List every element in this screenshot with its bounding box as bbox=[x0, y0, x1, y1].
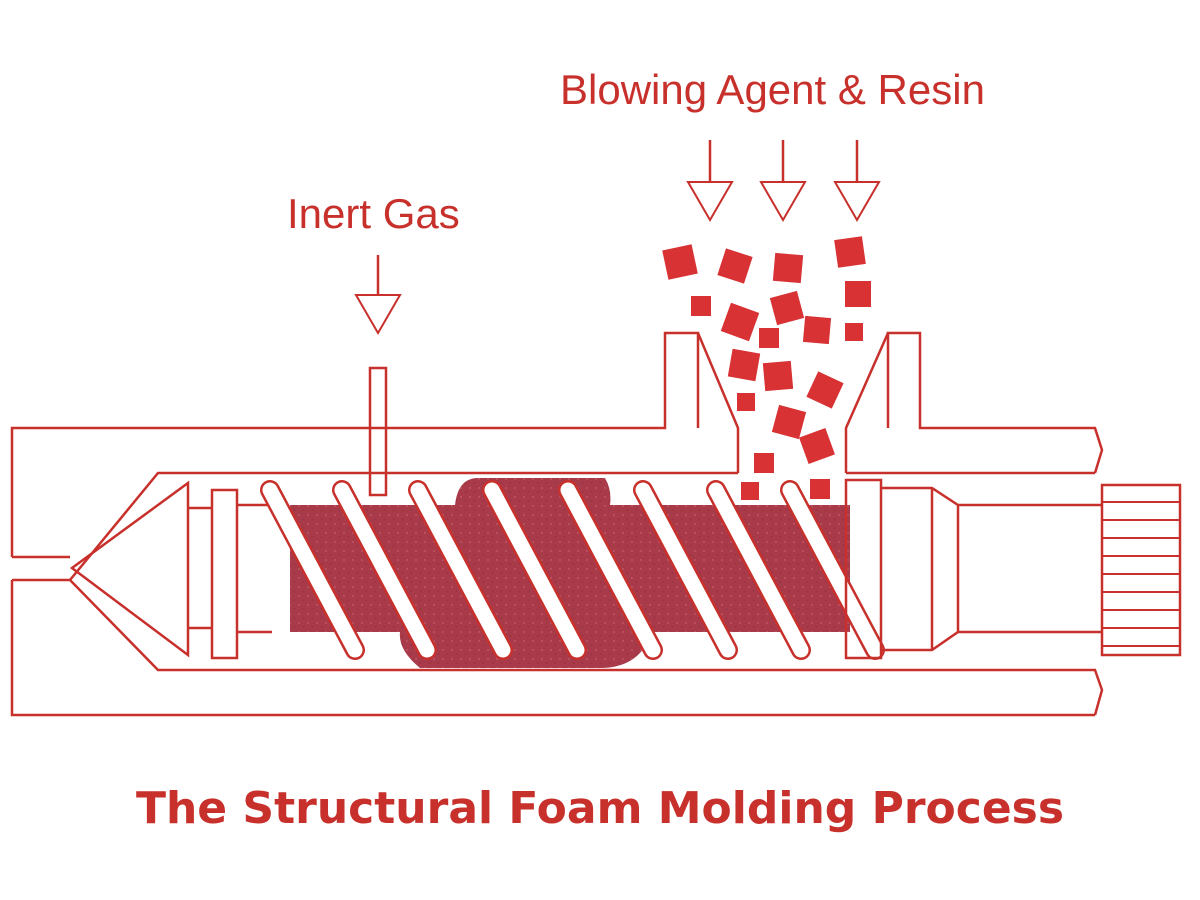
screw-flight bbox=[260, 480, 365, 660]
screw-flight bbox=[558, 480, 663, 660]
screw-collar bbox=[844, 478, 883, 660]
resin-pellet bbox=[759, 328, 779, 348]
drive-coupling bbox=[1100, 483, 1182, 657]
barrel-lower-wall bbox=[10, 580, 1095, 717]
screw-rear bbox=[844, 478, 1182, 660]
feed-arrow-head-2 bbox=[759, 181, 807, 222]
resin-pellet bbox=[806, 371, 844, 409]
screw-flight bbox=[482, 480, 587, 660]
resin-pellets bbox=[662, 236, 871, 500]
resin-pellet bbox=[769, 290, 805, 326]
barrel-upper-wall-right bbox=[886, 331, 1104, 474]
screw-flight bbox=[408, 480, 513, 660]
barrel-inner-top bbox=[69, 471, 738, 581]
feed-arrow-head-3 bbox=[833, 181, 881, 222]
resin-pellet bbox=[737, 393, 755, 411]
resin-pellet bbox=[834, 236, 866, 268]
screw-tip bbox=[69, 480, 272, 660]
resin-pellet bbox=[720, 302, 760, 342]
diagram-caption: The Structural Foam Molding Process bbox=[135, 783, 1065, 834]
hopper bbox=[696, 332, 890, 473]
coupling-grooves bbox=[1102, 501, 1180, 647]
barrel-upper-wall bbox=[10, 331, 700, 557]
resin-pellet bbox=[810, 479, 830, 499]
screw-flight bbox=[706, 480, 811, 660]
resin-pellet bbox=[845, 323, 863, 341]
resin-pellet bbox=[799, 428, 835, 464]
tip-cone bbox=[69, 480, 190, 658]
hopper-right-wall bbox=[844, 332, 890, 473]
resin-pellet bbox=[727, 348, 761, 382]
resin-pellet bbox=[754, 453, 774, 473]
resin-pellet bbox=[662, 244, 698, 280]
resin-pellet bbox=[717, 248, 753, 284]
blowing-agent-label: Blowing Agent & Resin bbox=[560, 66, 985, 113]
screw-flight bbox=[780, 480, 885, 660]
resin-pellet bbox=[762, 360, 794, 392]
resin-pellet bbox=[802, 315, 832, 345]
resin-pellet bbox=[771, 404, 807, 440]
tip-shaft bbox=[188, 506, 212, 630]
screw-shank bbox=[881, 486, 1102, 652]
inert-gas-label: Inert Gas bbox=[287, 190, 460, 237]
gas-injector bbox=[368, 366, 388, 497]
resin-pellet bbox=[845, 281, 871, 307]
screw-flight bbox=[332, 480, 437, 660]
resin-pellet bbox=[741, 482, 759, 500]
resin-pellet bbox=[691, 296, 711, 316]
gas-arrow-head bbox=[354, 294, 402, 335]
hopper-left-wall bbox=[696, 332, 740, 473]
gas-inlet bbox=[354, 255, 402, 497]
barrel-inner-bottom bbox=[69, 579, 1104, 716]
screw-flight bbox=[633, 480, 738, 660]
screw-flights bbox=[260, 480, 885, 660]
feed-arrows bbox=[686, 140, 881, 222]
tip-neck bbox=[237, 503, 272, 634]
resin-pellet bbox=[772, 252, 804, 284]
check-ring bbox=[210, 488, 239, 660]
feed-arrow-head-1 bbox=[686, 181, 734, 222]
